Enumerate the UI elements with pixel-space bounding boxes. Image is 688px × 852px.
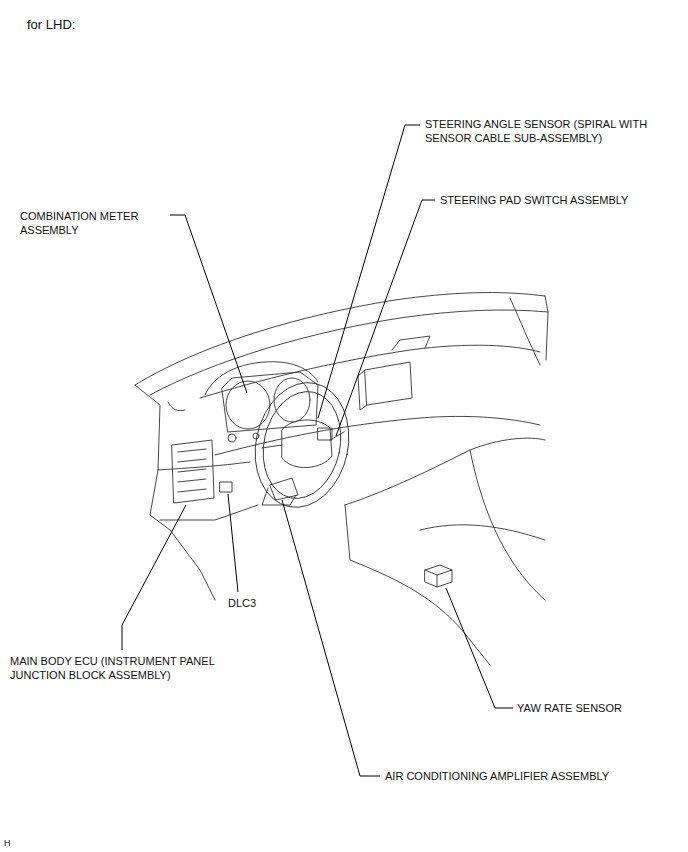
steering-rim [254, 384, 351, 505]
connector [228, 434, 236, 442]
console-side [345, 505, 490, 665]
leader-line [282, 500, 380, 776]
meter-dial [274, 378, 310, 422]
sensor-edge [425, 570, 452, 587]
floor [150, 515, 215, 600]
display-frame [358, 370, 367, 410]
part-label: H [4, 836, 11, 850]
vent [168, 402, 185, 411]
display [365, 362, 412, 405]
hazard [392, 336, 430, 350]
yaw-rate-sensor [425, 565, 452, 587]
leader-line [318, 125, 420, 418]
leader-line [228, 494, 238, 592]
part-label: MAIN BODY ECU (INSTRUMENT PANEL JUNCTION… [10, 654, 238, 682]
steering-pad [282, 420, 332, 468]
connector [253, 433, 259, 439]
page-heading: for LHD: [27, 18, 75, 32]
leader-line [336, 200, 435, 436]
console-edge [470, 450, 545, 600]
combination-meter [222, 372, 318, 432]
column [270, 478, 298, 500]
part-label: YAW RATE SENSOR [517, 701, 622, 715]
meter-dial [226, 381, 270, 429]
part-label: STEERING ANGLE SENSOR (SPIRAL WITH SENSO… [425, 117, 680, 145]
part-label: DLC3 [228, 596, 256, 610]
steering-wheel [244, 374, 360, 516]
leader-line [446, 588, 513, 708]
panel-bottom [160, 505, 258, 520]
pillar-edge [510, 298, 540, 365]
column-cover [262, 488, 296, 505]
leader-line [170, 215, 247, 393]
console-top [345, 438, 545, 505]
pad-switch [318, 428, 332, 440]
ecu-detail [178, 449, 206, 492]
panel-line [200, 345, 540, 398]
part-label: AIR CONDITIONING AMPLIFIER ASSEMBLY [385, 769, 609, 783]
pillar [545, 296, 548, 360]
cowl-line [135, 293, 545, 385]
dash-top [150, 310, 548, 395]
leader-line [122, 505, 186, 650]
part-label: STEERING PAD SWITCH ASSEMBLY [440, 193, 628, 207]
dlc3-connector [220, 482, 232, 492]
door-edge [135, 385, 160, 515]
armrest [420, 525, 545, 540]
part-label: COMBINATION METER ASSEMBLY [20, 209, 170, 237]
main-body-ecu [172, 440, 214, 503]
